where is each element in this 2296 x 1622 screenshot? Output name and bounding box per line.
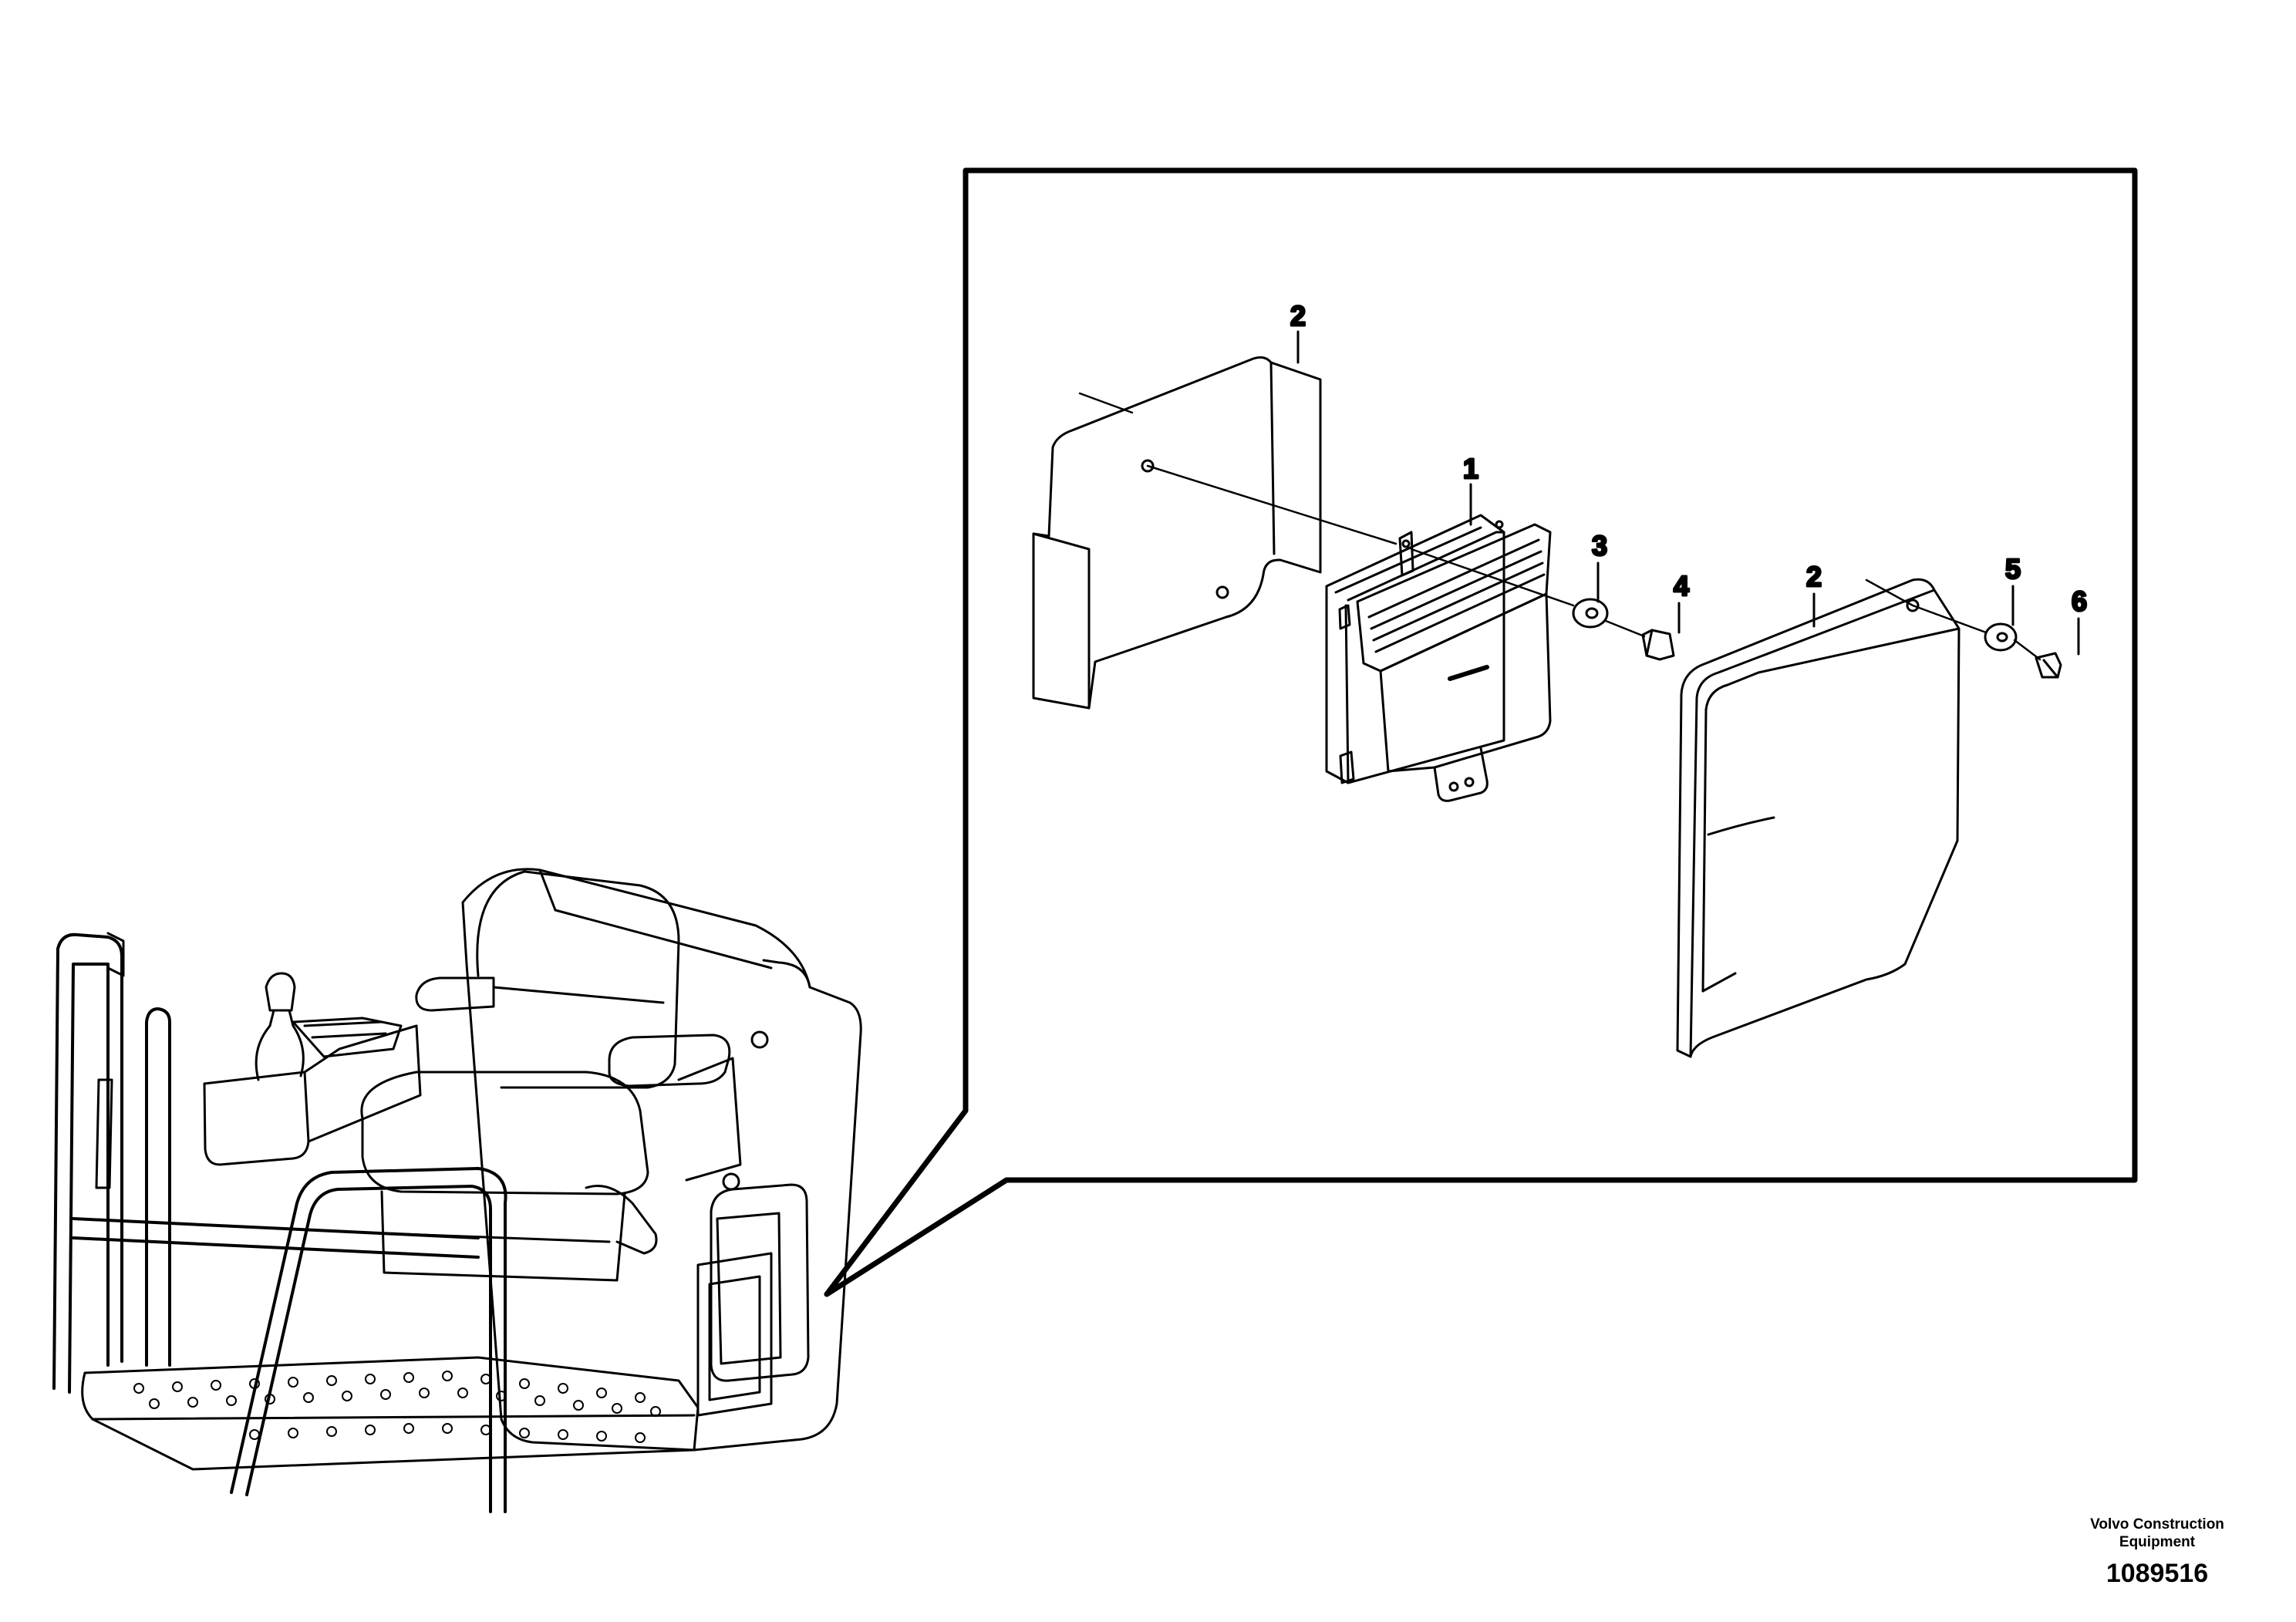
left-cover-part-2: [1032, 356, 1322, 710]
detail-frame: [824, 167, 2138, 1297]
publisher-credit: Volvo Construction Equipment 1089516: [2057, 1516, 2257, 1589]
controller-cover-location: [710, 1183, 810, 1382]
armrest-right: [608, 1034, 731, 1088]
washer-part-3: [1572, 598, 1609, 629]
entry-frame: [52, 932, 123, 1390]
publisher-name-line2: Equipment: [2119, 1534, 2196, 1550]
right-cover-part-2: [1676, 578, 1961, 1058]
callout-6: 6: [2072, 585, 2087, 617]
screw-part-6: [2035, 652, 2062, 679]
floor-grate-holes: [133, 1371, 661, 1443]
publisher-name-line1: Volvo Construction: [2090, 1516, 2224, 1533]
assembly-lines: [1078, 392, 2041, 661]
callout-1: 1: [1463, 453, 1478, 484]
callout-5: 5: [2005, 553, 2021, 585]
floor-grate: [81, 1356, 700, 1471]
seat-cushion: [360, 1071, 649, 1195]
callout-2-left: 2: [1290, 300, 1306, 332]
controller-unit-part-1: [1325, 514, 1552, 802]
washer-part-5: [1984, 622, 2018, 652]
cab-side-panel: [696, 1252, 773, 1417]
callout-4: 4: [1674, 570, 1689, 602]
cab-overview: [52, 868, 862, 1513]
document-number: 1089516: [2106, 1559, 2209, 1588]
left-console: [203, 1071, 310, 1166]
operator-seat: [476, 870, 680, 1089]
safety-bar: [230, 1167, 507, 1513]
callout-2-right: 2: [1806, 561, 1822, 592]
cab-shell: [461, 868, 862, 1452]
callout-3: 3: [1592, 530, 1607, 561]
leader-lines: [1296, 330, 2080, 656]
screw-part-4: [1641, 629, 1675, 661]
